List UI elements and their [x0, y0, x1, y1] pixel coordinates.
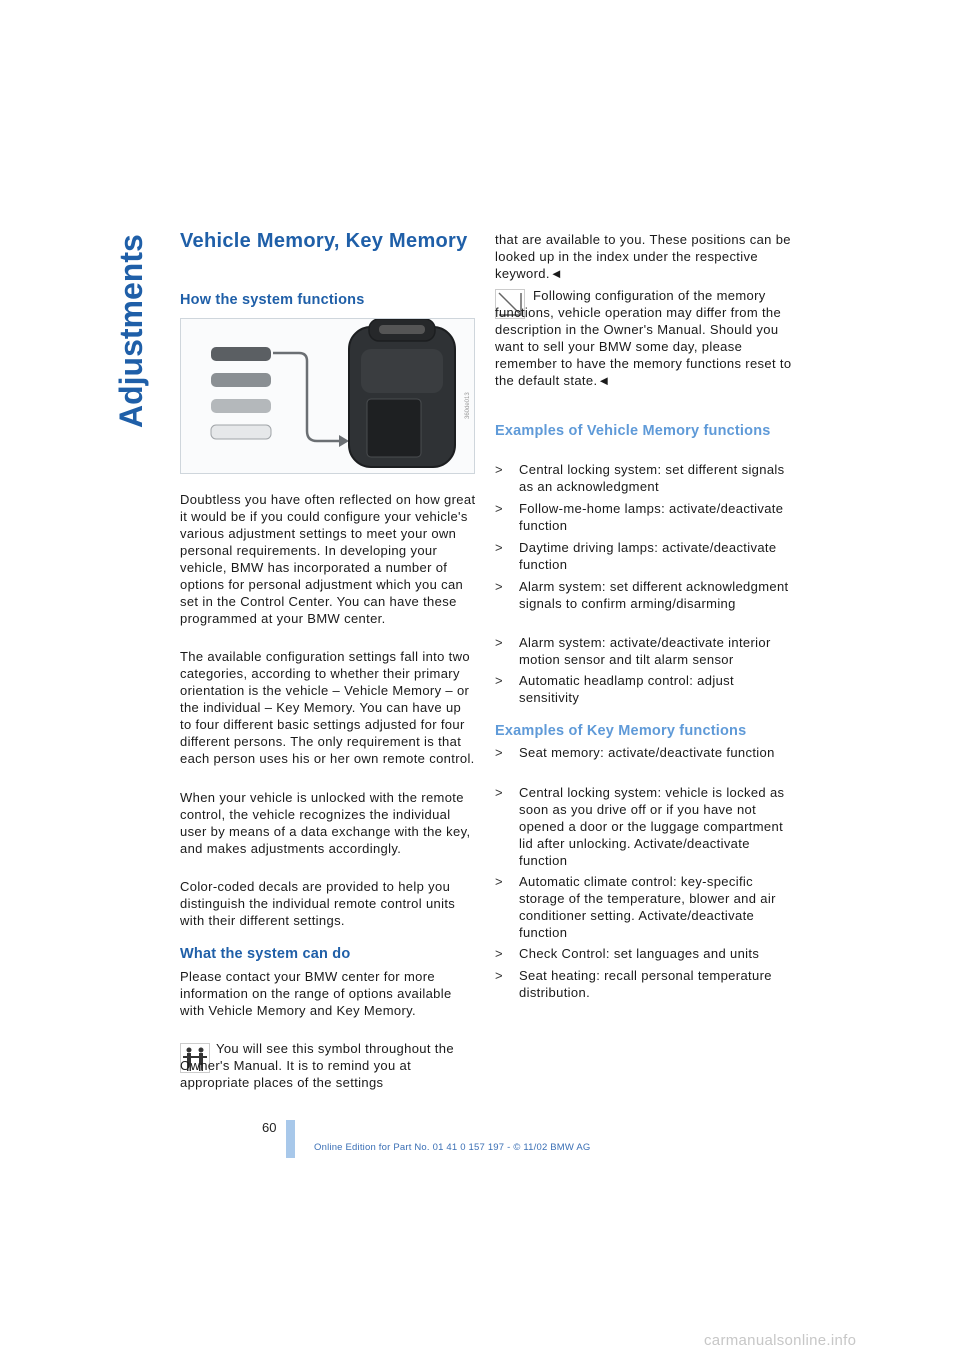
unlock-paragraph: When your vehicle is unlocked with the r… — [180, 790, 471, 856]
categories-paragraph: The available configuration settings fal… — [180, 649, 475, 766]
vehicle-memory-heading: Examples of Vehicle Memory functions — [495, 423, 771, 439]
remote-control-figure: 360de013 — [180, 318, 475, 474]
caution-note: Following configuration of the memory fu… — [495, 288, 792, 388]
list-item: >Automatic climate control: key-specific… — [495, 874, 776, 940]
decal-mid — [211, 373, 271, 387]
list-item: >Daytime driving lamps: activate/deactiv… — [495, 540, 777, 572]
list-item: >Seat memory: activate/deactivate functi… — [495, 745, 775, 760]
settings-continued-paragraph: that are available to you. These positio… — [495, 232, 791, 281]
list-item: >Check Control: set languages and units — [495, 946, 760, 961]
contact-paragraph: Please contact your BMW center for more … — [180, 969, 452, 1018]
side-section-label: Adjustments — [96, 230, 156, 430]
caution-triangle-icon — [495, 289, 525, 319]
list-item: >Automatic headlamp control: adjust sens… — [495, 673, 734, 705]
list-item: >Alarm system: activate/deactivate inter… — [495, 635, 771, 667]
decal-white — [210, 424, 272, 440]
page-title: Vehicle Memory, Key Memory — [180, 230, 468, 252]
footer-edition: Online Edition for Part No. 01 41 0 157 … — [314, 1142, 591, 1153]
svg-text:360de013: 360de013 — [465, 392, 471, 419]
section-heading-what: What the system can do — [180, 946, 351, 962]
watermark: carmanualsonline.info — [704, 1332, 857, 1349]
intro-paragraph: Doubtless you have often reflected on ho… — [180, 492, 476, 626]
list-item: >Follow-me-home lamps: activate/deactiva… — [495, 501, 784, 533]
symbol-note: You will see this symbol throughout the … — [180, 1041, 454, 1090]
page-bar — [286, 1120, 295, 1158]
key-memory-heading: Examples of Key Memory functions — [495, 723, 747, 739]
list-item: >Central locking system: vehicle is lock… — [495, 785, 785, 868]
memory-symbol-icon — [180, 1043, 210, 1073]
decals-paragraph: Color-coded decals are provided to help … — [180, 879, 456, 928]
decal-dark — [211, 347, 271, 361]
list-item: >Central locking system: set different s… — [495, 462, 785, 494]
decal-light — [211, 399, 271, 413]
section-heading-how: How the system functions — [180, 292, 365, 308]
list-item: >Seat heating: recall personal temperatu… — [495, 968, 772, 1000]
svg-text:Adjustments: Adjustments — [113, 234, 149, 428]
list-item: >Alarm system: set different acknowledgm… — [495, 579, 789, 611]
page-number: 60 — [262, 1120, 277, 1135]
